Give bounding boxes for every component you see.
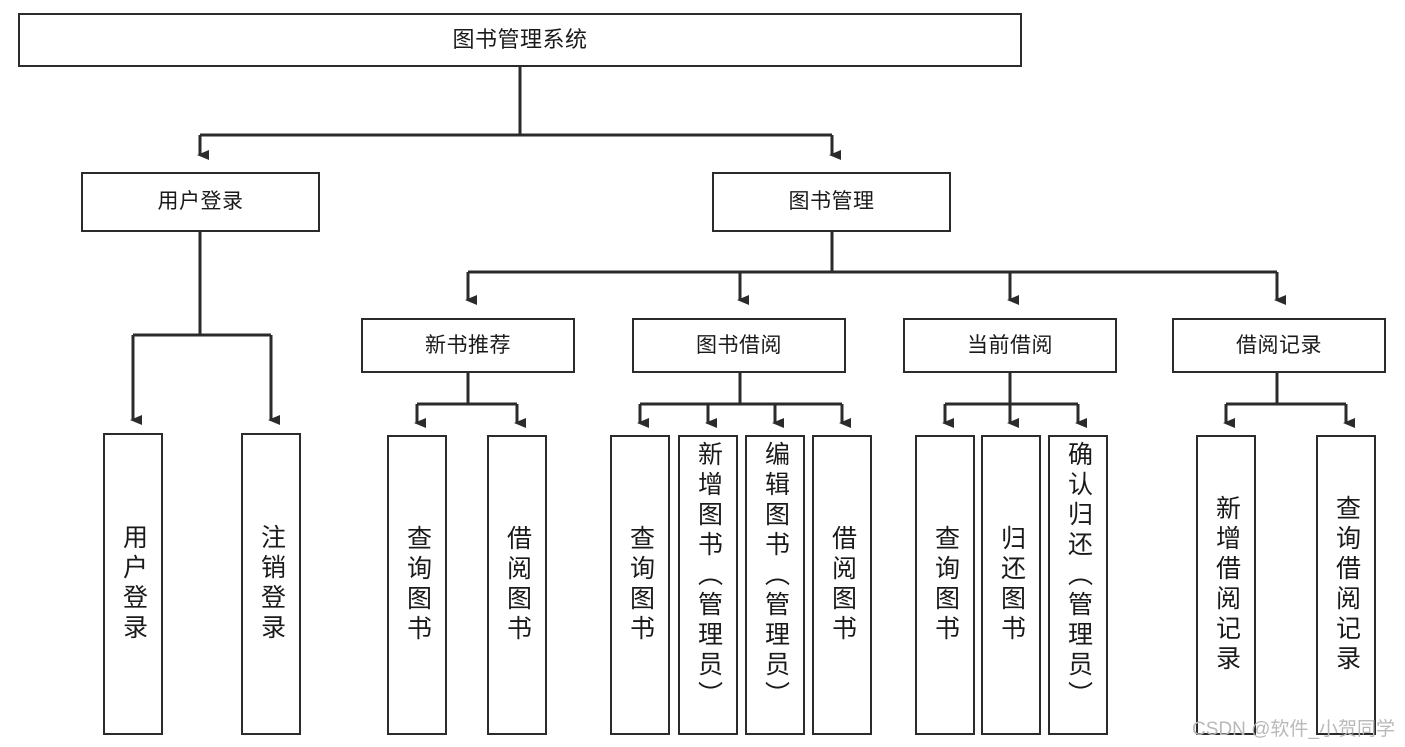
node-label: 图书借阅 (696, 333, 782, 357)
node-book-management[interactable]: 图书管理 (712, 172, 951, 232)
node-label: 用户登录 (119, 524, 148, 644)
leaf-query-book-new[interactable]: 查询图书 (387, 435, 447, 735)
node-label: 归还图书 (997, 525, 1026, 645)
node-label: 借阅图书 (828, 525, 857, 645)
node-label: 注销登录 (257, 524, 286, 644)
leaf-logout[interactable]: 注销登录 (241, 433, 301, 735)
node-label: 图书管理系统 (452, 26, 588, 52)
node-label: 查询借阅记录 (1332, 495, 1361, 675)
node-book-borrow[interactable]: 图书借阅 (632, 318, 846, 373)
leaf-user-login[interactable]: 用户登录 (103, 433, 163, 735)
node-label: 新增借阅记录 (1212, 495, 1241, 675)
node-label: 查询图书 (626, 525, 655, 645)
node-label: 用户登录 (157, 190, 244, 214)
node-label: 新书推荐 (425, 333, 511, 357)
leaf-add-book-admin[interactable]: 新增图书（管理员） (678, 435, 738, 735)
leaf-query-borrow-record[interactable]: 查询借阅记录 (1316, 435, 1376, 735)
leaf-borrow-book-borrow[interactable]: 借阅图书 (812, 435, 872, 735)
node-label: 新增图书（管理员） (694, 441, 723, 711)
node-label: 查询图书 (931, 525, 960, 645)
node-borrow-record[interactable]: 借阅记录 (1172, 318, 1386, 373)
leaf-edit-book-admin[interactable]: 编辑图书（管理员） (745, 435, 805, 735)
watermark-csdn: CSDN @软件_小贺同学 (1192, 719, 1395, 740)
node-root-book-management-system[interactable]: 图书管理系统 (18, 13, 1022, 67)
node-label: 确认归还（管理员） (1064, 441, 1093, 711)
node-label: 借阅记录 (1236, 333, 1322, 357)
node-user-login[interactable]: 用户登录 (81, 172, 320, 232)
leaf-add-borrow-record[interactable]: 新增借阅记录 (1196, 435, 1256, 735)
node-label: 当前借阅 (967, 333, 1053, 357)
leaf-return-book[interactable]: 归还图书 (981, 435, 1041, 735)
leaf-borrow-book-new[interactable]: 借阅图书 (487, 435, 547, 735)
leaf-query-book-current[interactable]: 查询图书 (915, 435, 975, 735)
node-label: 查询图书 (403, 525, 432, 645)
node-current-borrow[interactable]: 当前借阅 (903, 318, 1117, 373)
node-label: 借阅图书 (503, 525, 532, 645)
node-label: 图书管理 (788, 190, 875, 214)
node-label: 编辑图书（管理员） (761, 441, 790, 711)
node-new-book-recommend[interactable]: 新书推荐 (361, 318, 575, 373)
leaf-confirm-return-admin[interactable]: 确认归还（管理员） (1048, 435, 1108, 735)
leaf-query-book-borrow[interactable]: 查询图书 (610, 435, 670, 735)
